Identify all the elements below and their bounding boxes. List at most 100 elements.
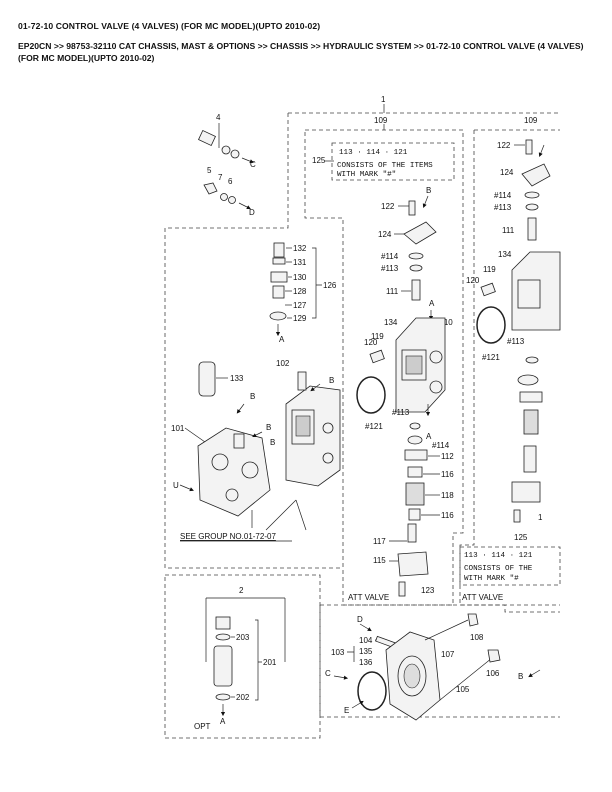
label-108: 108 — [470, 633, 484, 642]
label-134a: 134 — [384, 318, 398, 327]
label-A3: A — [426, 432, 432, 441]
label-130: 130 — [293, 273, 307, 282]
label-124b: 124 — [500, 168, 514, 177]
bottom-outline — [319, 604, 560, 718]
label-135: 135 — [359, 647, 373, 656]
label-4: 4 — [216, 113, 221, 122]
label-2: 2 — [239, 586, 244, 595]
see-group-note: SEE GROUP NO.01-72-07 — [180, 532, 276, 541]
att-valve-label-2: ATT VALVE — [462, 593, 503, 602]
label-113a: #113 — [381, 264, 399, 273]
note-items-a: 113 · 114 · 121 — [339, 149, 408, 157]
label-C2: C — [325, 669, 331, 678]
label-A4: A — [220, 717, 226, 726]
valve-section-110 — [395, 317, 446, 413]
label-121b: #121 — [482, 353, 500, 362]
label-136: 136 — [359, 658, 373, 667]
label-203: 203 — [236, 633, 250, 642]
label-125a: 125 — [312, 156, 326, 165]
label-131: 131 — [293, 258, 307, 267]
label-122a: 122 — [381, 202, 395, 211]
label-113d: #113 — [507, 337, 525, 346]
label-A2: A — [429, 299, 435, 308]
opt-label: OPT — [194, 722, 211, 731]
label-123: 123 — [421, 586, 435, 595]
label-B2: B — [329, 376, 334, 385]
label-104: 104 — [359, 636, 373, 645]
label-110: 110 — [440, 318, 453, 327]
label-1b: 1 — [538, 513, 543, 522]
breadcrumb: EP20CN >> 98753-32110 CAT CHASSIS, MAST … — [18, 41, 584, 63]
label-D1: D — [249, 208, 255, 217]
label-5: 5 — [207, 166, 212, 175]
label-134b: 134 — [498, 250, 512, 259]
label-114a: #114 — [381, 252, 399, 261]
label-105: 105 — [456, 685, 470, 694]
label-116b: 116 — [441, 511, 454, 520]
label-128: 128 — [293, 287, 307, 296]
note-a-line1: CONSISTS OF THE ITEMS — [337, 162, 433, 170]
label-113b: #113 — [392, 408, 410, 417]
label-114c: #114 — [494, 191, 512, 200]
label-114b: #114 — [432, 441, 450, 450]
label-127: 127 — [293, 301, 307, 310]
label-119b: 119 — [483, 265, 496, 274]
label-117: 117 — [373, 537, 386, 546]
label-124a: 124 — [378, 230, 392, 239]
label-120a: 120 — [364, 338, 378, 347]
label-109b: 109 — [524, 116, 538, 125]
label-109a: 109 — [374, 116, 388, 125]
label-120b: 120 — [466, 276, 480, 285]
label-103: 103 — [331, 648, 345, 657]
label-C1: C — [250, 160, 256, 169]
label-B3: B — [250, 392, 255, 401]
label-122b: 122 — [497, 141, 511, 150]
label-118: 118 — [441, 491, 454, 500]
label-E: E — [344, 706, 349, 715]
group-109-outline — [304, 129, 464, 606]
valve-end-plate — [385, 631, 441, 721]
label-115: 115 — [373, 556, 386, 565]
label-112: 112 — [441, 452, 454, 461]
label-107: 107 — [441, 650, 455, 659]
label-202: 202 — [236, 693, 250, 702]
label-121a: #121 — [365, 422, 383, 431]
label-129: 129 — [293, 314, 307, 323]
label-113c: #113 — [494, 203, 512, 212]
att-valve-label-1: ATT VALVE — [348, 593, 389, 602]
note-b-line2: WITH MARK "# — [464, 575, 519, 583]
label-1: 1 — [381, 95, 386, 104]
label-133: 133 — [230, 374, 244, 383]
note-box-125a — [331, 142, 455, 181]
label-111b: 111 — [502, 226, 515, 235]
label-132: 132 — [293, 244, 307, 253]
page-title: 01-72-10 CONTROL VALVE (4 VALVES) (FOR M… — [18, 21, 321, 31]
valve-section-102 — [285, 371, 341, 487]
label-101: 101 — [171, 424, 185, 433]
label-B5: B — [270, 438, 275, 447]
label-A1: A — [279, 335, 285, 344]
label-D2: D — [357, 615, 363, 624]
label-201: 201 — [263, 658, 277, 667]
label-7: 7 — [218, 173, 223, 182]
label-125b: 125 — [514, 533, 528, 542]
label-U: U — [173, 481, 179, 490]
note-box-125b — [459, 546, 561, 586]
label-B1: B — [426, 186, 431, 195]
label-B6: B — [518, 672, 523, 681]
label-116a: 116 — [441, 470, 454, 479]
label-126: 126 — [323, 281, 337, 290]
label-B4: B — [266, 423, 271, 432]
label-102: 102 — [276, 359, 290, 368]
valve-section-101 — [197, 427, 271, 517]
label-111a: 111 — [386, 287, 399, 296]
label-119a: 119 — [371, 332, 384, 341]
label-106: 106 — [486, 669, 500, 678]
group-109b-outline — [459, 129, 560, 606]
opt-outline — [164, 574, 321, 739]
assembly-outline-1 — [164, 112, 560, 569]
label-6: 6 — [228, 177, 233, 186]
note-a-line2: WITH MARK "#" — [337, 171, 396, 179]
note-items-b: 113 · 114 · 121 — [464, 552, 533, 560]
